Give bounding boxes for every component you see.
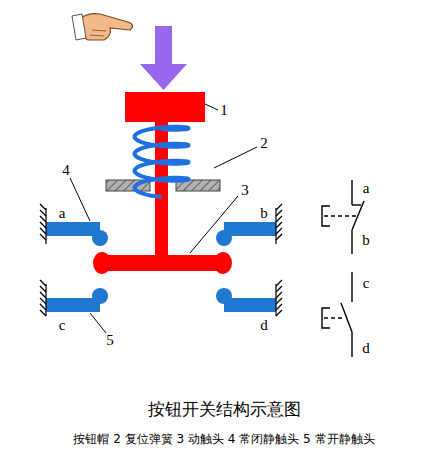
reset-spring (135, 127, 189, 197)
terminal-label: d (362, 340, 370, 357)
pointing-hand (72, 14, 133, 40)
terminal-label: d (260, 317, 268, 334)
nc-contact (46, 222, 276, 246)
leader-line (70, 104, 257, 333)
no-contact (46, 288, 276, 312)
callout-number: 1 (220, 102, 228, 119)
terminal-label: c (363, 275, 370, 292)
moving-contact (93, 252, 232, 274)
terminal-label: c (59, 317, 66, 334)
fixed-wall (40, 204, 282, 316)
no-switch-symbol (322, 272, 352, 357)
callout-number: 2 (260, 135, 268, 152)
terminal-label: a (59, 205, 66, 222)
spring-coil (135, 127, 189, 197)
terminal-label: a (363, 180, 370, 197)
press-arrow (140, 26, 187, 90)
button-cap (125, 92, 205, 122)
terminal-label: b (260, 205, 268, 222)
figure-title: 按钮开关结构示意图 (148, 401, 301, 420)
stem (155, 120, 168, 265)
part-legend: 按钮帽 2 复位弹簧 3 动触头 4 常闭静触头 5 常开静触头 (73, 433, 374, 446)
callout-number: 5 (106, 332, 114, 349)
terminal-label: b (362, 232, 370, 249)
nc-switch-symbol (322, 180, 364, 254)
callout-number: 4 (62, 162, 70, 179)
callout-number: 3 (241, 182, 249, 199)
